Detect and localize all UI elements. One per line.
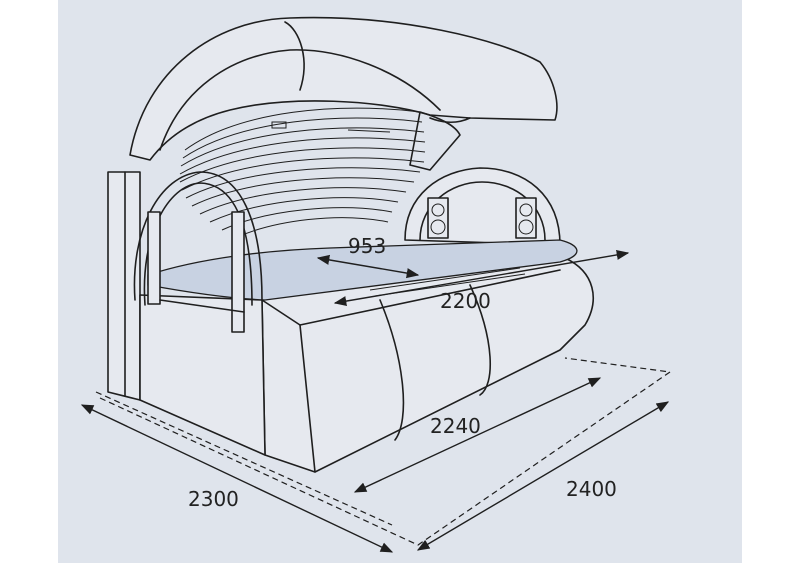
arrow-2200 [333,249,630,307]
dimension-bed-width: 953 [348,234,386,258]
arrow-2300 [80,404,394,553]
head-end-hood [404,167,561,246]
dimension-total-width: 2300 [188,487,239,511]
speaker-right-icon [515,197,537,239]
shoulder-arch [133,171,263,333]
arrow-2400 [416,401,670,551]
speaker-left-icon [427,197,449,239]
dimension-bed-length: 2200 [440,289,491,313]
canopy-lamp-tubes [179,107,426,239]
dimension-total-length: 2400 [566,477,617,501]
dimension-arrows [80,249,670,553]
canopy [129,16,558,239]
dimension-base-length: 2240 [430,414,481,438]
